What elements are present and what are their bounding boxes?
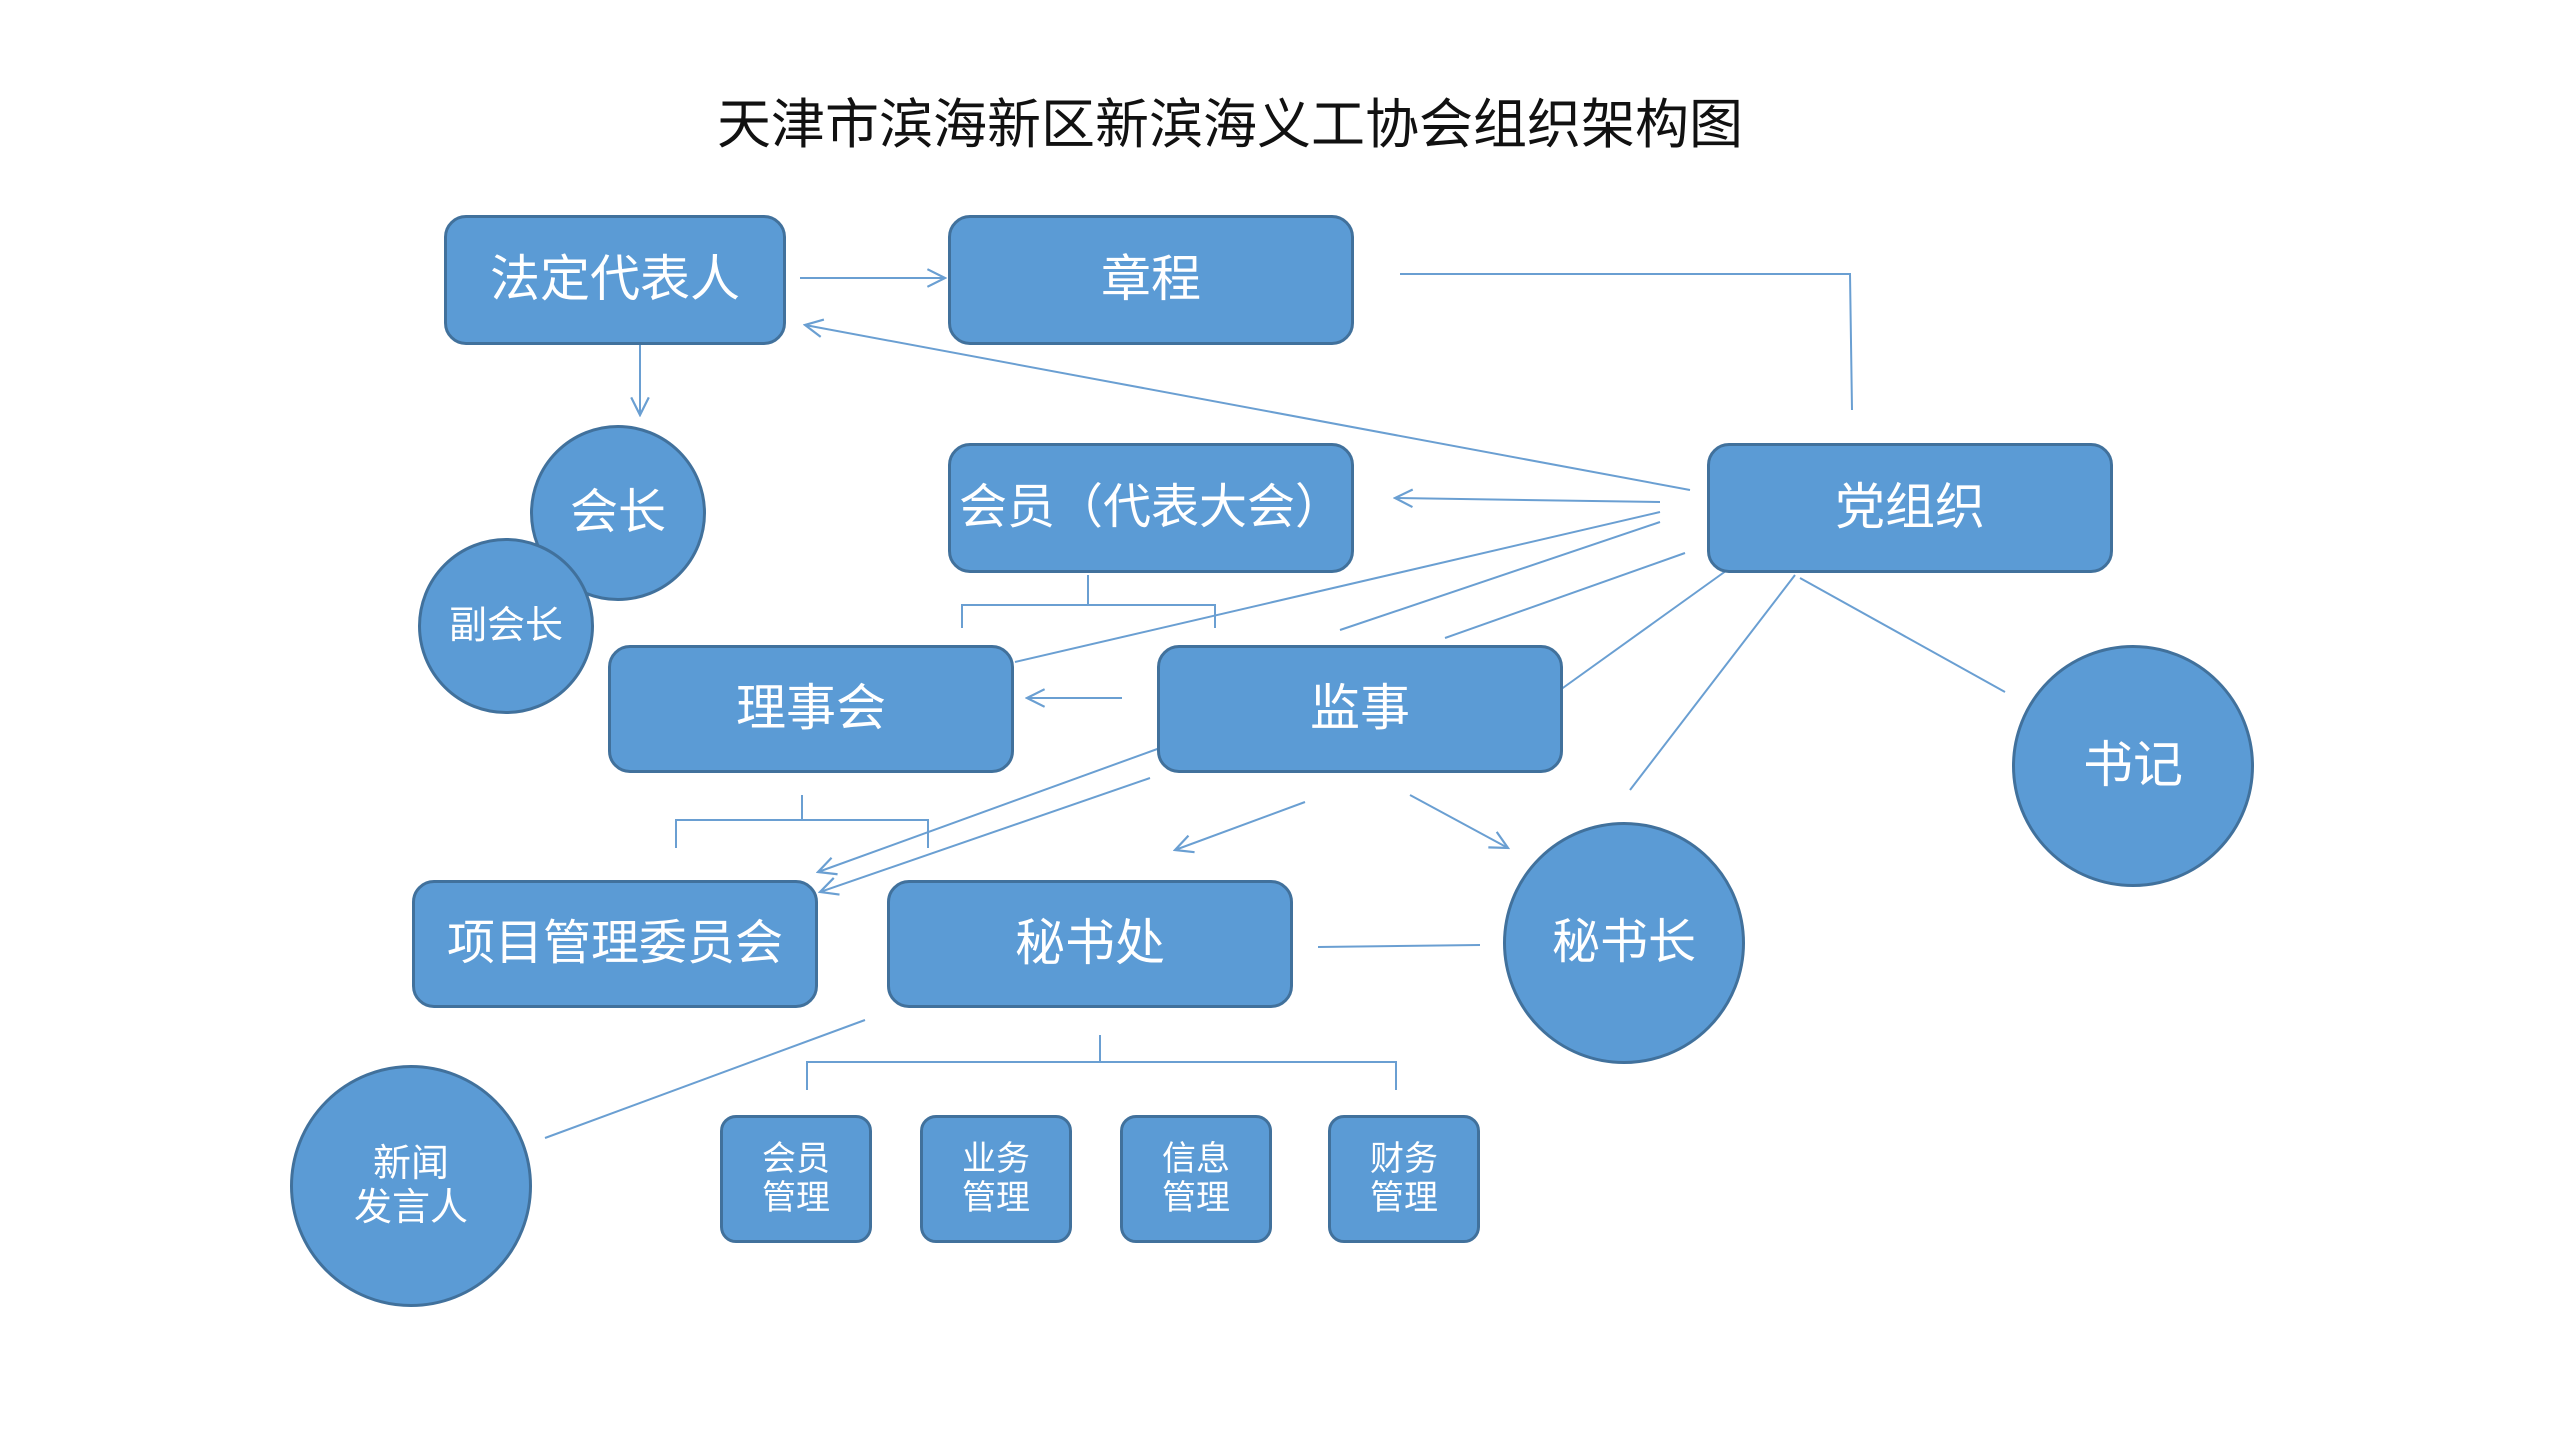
member-management-line1: 会员 — [762, 1138, 830, 1179]
council-box: 理事会 — [608, 645, 1014, 773]
arrow-supervisor-to-project-2 — [820, 777, 1151, 892]
business-management-line2: 管理 — [962, 1178, 1030, 1218]
finance-management-line1: 财务 — [1370, 1138, 1438, 1179]
line-party-to-secretary-general — [1629, 574, 1796, 791]
spokesperson-label-line2: 发言人 — [353, 1185, 468, 1229]
members-congress-box: 会员（代表大会） — [948, 443, 1354, 573]
supervisor-label: 监事 — [1310, 679, 1410, 738]
legal-representative-label: 法定代表人 — [490, 250, 740, 309]
spokesperson-circle: 新闻 发言人 — [290, 1065, 532, 1307]
members-congress-label: 会员（代表大会） — [958, 479, 1343, 536]
page-title: 天津市滨海新区新滨海义工协会组织架构图 — [717, 93, 1743, 156]
party-secretary-label: 书记 — [2083, 736, 2183, 795]
member-management-line2: 管理 — [762, 1178, 830, 1218]
info-management-line1: 信息 — [1162, 1138, 1230, 1179]
supervisor-box: 监事 — [1157, 645, 1563, 773]
vice-president-circle: 副会长 — [418, 538, 594, 714]
secretariat-label: 秘书处 — [1015, 914, 1165, 973]
business-management-line1: 业务 — [962, 1138, 1030, 1179]
bracket-secretariat — [806, 1035, 1397, 1090]
line-charter-to-party — [1400, 273, 1853, 411]
vice-president-label: 副会长 — [448, 603, 563, 648]
line-party-to-project — [1559, 567, 1731, 691]
arrow-party-to-congress — [1395, 498, 1661, 502]
finance-management-line2: 管理 — [1370, 1178, 1438, 1218]
president-label: 会长 — [569, 484, 666, 541]
charter-box: 章程 — [948, 215, 1354, 345]
line-party-to-supervisor-2 — [1444, 552, 1686, 639]
arrow-supervisor-to-secretary-general — [1409, 794, 1508, 848]
project-committee-label: 项目管理委员会 — [446, 915, 783, 972]
arrow-supervisor-to-secretariat — [1175, 801, 1306, 850]
secretary-general-circle: 秘书长 — [1503, 822, 1745, 1064]
bracket-council — [675, 795, 929, 848]
charter-label: 章程 — [1101, 250, 1201, 309]
legal-representative-box: 法定代表人 — [444, 215, 786, 345]
finance-management-box: 财务 管理 — [1328, 1115, 1480, 1243]
secretariat-box: 秘书处 — [887, 880, 1293, 1008]
info-management-line2: 管理 — [1162, 1178, 1230, 1218]
line-secgen-to-secretariat — [1317, 944, 1481, 948]
info-management-box: 信息 管理 — [1120, 1115, 1272, 1243]
project-committee-box: 项目管理委员会 — [412, 880, 818, 1008]
council-label: 理事会 — [736, 679, 886, 738]
party-organization-box: 党组织 — [1707, 443, 2113, 573]
party-organization-label: 党组织 — [1835, 478, 1985, 537]
bracket-congress — [961, 575, 1216, 628]
line-party-to-secretary — [1799, 577, 2006, 693]
party-secretary-circle: 书记 — [2012, 645, 2254, 887]
business-management-box: 业务 管理 — [920, 1115, 1072, 1243]
member-management-box: 会员 管理 — [720, 1115, 872, 1243]
line-party-to-supervisor — [1339, 521, 1661, 631]
secretary-general-label: 秘书长 — [1551, 914, 1696, 971]
spokesperson-label-line1: 新闻 — [372, 1141, 449, 1186]
